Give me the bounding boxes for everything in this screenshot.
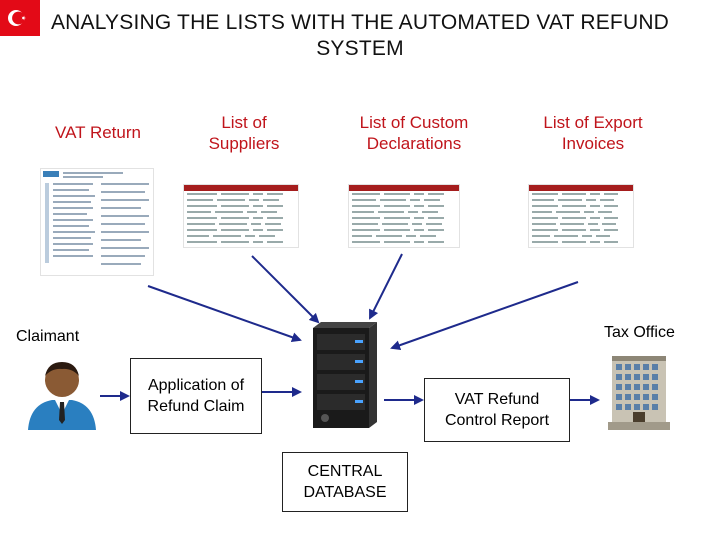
page-title: ANALYSING THE LISTS WITH THE AUTOMATED V… xyxy=(50,11,670,60)
arrow-suppliers-to-database xyxy=(251,255,320,324)
vat-return-label: VAT Return xyxy=(55,123,141,142)
suppliers-label: List of Suppliers xyxy=(208,113,280,153)
server-icon xyxy=(305,320,385,432)
central-database-box: CENTRAL DATABASE xyxy=(282,452,408,512)
claimant-person-icon xyxy=(22,358,102,430)
exports-list-image xyxy=(528,184,634,248)
exports-label: List of Export Invoices xyxy=(543,113,643,153)
tax-office-label: Tax Office xyxy=(604,324,675,341)
vat-return-form-image xyxy=(40,168,154,276)
suppliers-list-image xyxy=(183,184,299,248)
arrow-customs-to-database xyxy=(369,253,403,320)
customs-label: List of Custom Declarations xyxy=(359,113,469,153)
report-box: VAT Refund Control Report xyxy=(424,378,570,442)
report-label: VAT Refund Control Report xyxy=(444,391,550,429)
tax-office-building-icon xyxy=(604,350,674,430)
application-label: Application of Refund Claim xyxy=(147,377,245,415)
application-box: Application of Refund Claim xyxy=(130,358,262,434)
claimant-label: Claimant xyxy=(16,328,80,345)
central-database-label: CENTRAL DATABASE xyxy=(303,463,387,501)
arrow-exports-to-database xyxy=(390,281,579,351)
turkish-flag-icon xyxy=(0,0,40,36)
arrow-vat-return-to-database xyxy=(147,285,302,343)
customs-list-image xyxy=(348,184,460,248)
